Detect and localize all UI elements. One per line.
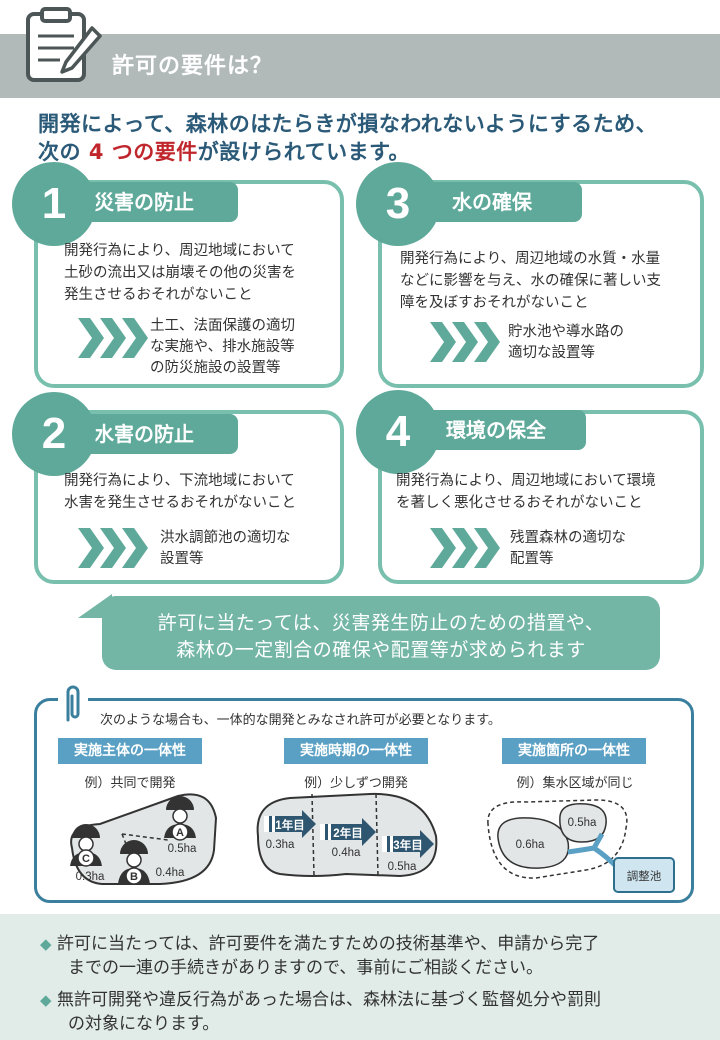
desc-line: 発生させるおそれがないこと (64, 287, 253, 303)
callout-line-1: 許可に当たっては、災害発生防止のための措置や、 (157, 612, 605, 634)
lbl-area-b: 0.4ha (156, 867, 185, 879)
worker-c-icon: C (70, 824, 102, 867)
lead-line-1: 開発によって、森林のはたらきが損なわれないようにするため、 (38, 112, 658, 136)
triple-chevron-icon (430, 528, 500, 568)
requirement-desc-1: 開発行為により、周辺地域において 土砂の流出又は崩壊その他の災害を 発生させるお… (64, 240, 296, 306)
requirement-number-1: 1 (12, 162, 96, 246)
diamond-bullet-icon: ◆ (40, 991, 52, 1009)
lead-line-2-pre: 次の (38, 140, 89, 164)
lbl-area-c: 0.3ha (76, 871, 105, 883)
requirement-number-3: 3 (356, 162, 440, 246)
requirement-desc-3: 開発行為により、周辺地域の水質・水量 などに影響を与え、水の確保に著しい支 障を… (400, 248, 661, 314)
lbl-person-a: A (176, 827, 184, 839)
requirement-measure-1: 土工、法面保護の適切 な実施や、排水施設等 の防災施設の設置等 (150, 316, 295, 379)
footer-note-2-line-2: の対象になります。 (68, 1014, 220, 1034)
triple-chevron-icon (78, 318, 148, 358)
worker-b-icon: B (118, 840, 150, 885)
desc-line: 水害を発生させるおそれがないこと (64, 495, 296, 511)
desc-line: などに影響を与え、水の確保に著しい支 (400, 273, 661, 289)
lbl-year-1: 1年目 (275, 818, 304, 832)
lbl-area-y3: 0.5ha (388, 861, 417, 873)
desc-line: を著しく悪化させるおそれがないこと (396, 495, 643, 511)
lead-highlight: 4 つの要件 (88, 140, 198, 164)
callout-box: 許可に当たっては、災害発生防止のための措置や、 森林の一定割合の確保や配置等が求… (102, 596, 660, 670)
measure-line: 配置等 (510, 551, 554, 567)
desc-line: 開発行為により、周辺地域において (64, 243, 295, 259)
footer-note-1-line-1: 許可に当たっては、許可要件を満たすための技術基準や、申請から完了 (56, 934, 600, 954)
page-title: 許可の要件は？ (112, 54, 274, 79)
year-1-arrow: 1年目 (264, 810, 316, 838)
clipboard-pen-icon (20, 6, 106, 86)
measure-line: の防災施設の設置等 (150, 360, 281, 376)
desc-line: 土砂の流出又は崩壊その他の災害を (64, 265, 296, 281)
measure-line: 貯水池や導水路の (508, 324, 624, 340)
lbl-area-y2: 0.4ha (332, 847, 361, 859)
measure-line: 適切な設置等 (508, 345, 595, 361)
case-label-location: 実施箇所の一体性 (502, 738, 646, 764)
case-example-location: 例）集水区域が同じ (516, 776, 634, 791)
year-3-arrow: 3年目 (382, 830, 434, 858)
measure-line: 土工、法面保護の適切 (150, 318, 295, 334)
actor-unity-diagram: A C B 0.5ha 0.4ha 0.3ha (70, 793, 218, 885)
measure-line: 残置森林の適切な (510, 530, 626, 546)
measure-line: 設置等 (160, 551, 204, 567)
lbl-area-05: 0.5ha (568, 817, 597, 829)
desc-line: 障を及ぼすおそれがないこと (400, 295, 589, 311)
triple-chevron-icon (430, 322, 500, 362)
lead-line-2-post: が設けられています。 (197, 140, 411, 164)
callout-line-2: 森林の一定割合の確保や配置等が求められます (176, 639, 586, 661)
desc-line: 開発行為により、周辺地域において環境 (396, 473, 656, 489)
diamond-bullet-icon: ◆ (40, 935, 52, 953)
requirement-number-2: 2 (12, 392, 96, 476)
case-example-period: 例）少しずつ開発 (304, 776, 408, 791)
case-label-period: 実施時期の一体性 (284, 738, 428, 764)
footer-note-1: ◆ 許可に当たっては、許可要件を満たすための技術基準や、申請から完了 (40, 932, 599, 956)
lbl-person-b: B (130, 871, 138, 883)
desc-line: 開発行為により、下流地域において (64, 473, 295, 489)
lbl-year-3: 3年目 (393, 838, 422, 852)
integral-intro: 次のような場合も、一体的な開発とみなされ許可が必要となります。 (100, 713, 501, 728)
desc-line: 開発行為により、周辺地域の水質・水量 (400, 251, 661, 267)
triple-chevron-icon (78, 528, 148, 568)
requirement-measure-4: 残置森林の適切な 配置等 (510, 528, 626, 570)
footer-note-2: ◆ 無許可開発や違反行為があった場合は、森林法に基づく監督処分や罰則 (40, 988, 601, 1012)
location-unity-diagram: 調整池 0.6ha 0.5ha (487, 799, 675, 893)
retention-pond-box (613, 857, 675, 893)
footer-notes: ◆ 許可に当たっては、許可要件を満たすための技術基準や、申請から完了 までの一連… (0, 914, 720, 1040)
lbl-area-06: 0.6ha (516, 839, 545, 851)
paperclip-icon (58, 684, 88, 724)
period-unity-diagram: 1年目 2年目 3年目 0.3ha 0.4ha 0.5ha (256, 792, 438, 878)
header-band (0, 34, 720, 98)
requirement-desc-2: 開発行為により、下流地域において 水害を発生させるおそれがないこと (64, 470, 296, 514)
requirement-number-4: 4 (356, 390, 440, 474)
case-example-actor: 例）共同で開発 (84, 776, 176, 791)
measure-line: な実施や、排水施設等 (150, 339, 295, 355)
lead-line-2: 次の 4 つの要件が設けられています。 (38, 136, 410, 166)
measure-line: 洪水調節池の適切な (160, 530, 291, 546)
footer-note-2-line-1: 無許可開発や違反行為があった場合は、森林法に基づく監督処分や罰則 (56, 990, 601, 1010)
lbl-area-y1: 0.3ha (266, 839, 295, 851)
requirement-desc-4: 開発行為により、周辺地域において環境 を著しく悪化させるおそれがないこと (396, 470, 656, 514)
lbl-person-c: C (82, 853, 90, 865)
requirement-measure-2: 洪水調節池の適切な 設置等 (160, 528, 291, 570)
case-label-actor: 実施主体の一体性 (58, 738, 202, 764)
worker-a-icon: A (164, 796, 196, 841)
lbl-pond: 調整池 (627, 869, 662, 883)
footer-note-1-line-2: までの一連の手続きがありますので、事前にご相談ください。 (68, 958, 543, 978)
lbl-area-a: 0.5ha (168, 843, 197, 855)
requirement-measure-3: 貯水池や導水路の 適切な設置等 (508, 322, 624, 364)
lbl-year-2: 2年目 (333, 826, 362, 840)
year-2-arrow: 2年目 (320, 818, 376, 846)
